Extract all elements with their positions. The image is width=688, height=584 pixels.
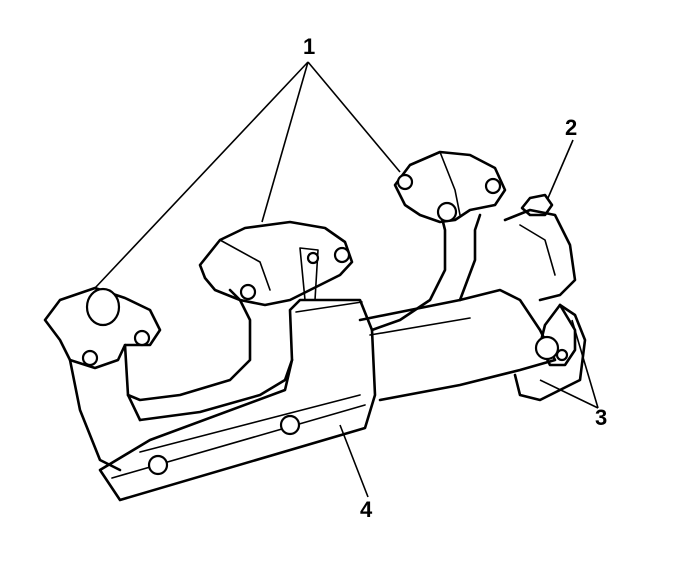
port-hole-left <box>85 287 121 327</box>
callout-3-label: 3 <box>595 405 608 430</box>
leader-lines <box>94 61 599 498</box>
callout-1-label: 1 <box>303 34 316 59</box>
bolt-holes <box>81 173 569 476</box>
manifold-body <box>43 150 587 502</box>
callout-2-label: 2 <box>565 115 578 140</box>
callout-4-label: 4 <box>360 497 373 522</box>
oxygen-sensor-stud <box>520 193 554 217</box>
